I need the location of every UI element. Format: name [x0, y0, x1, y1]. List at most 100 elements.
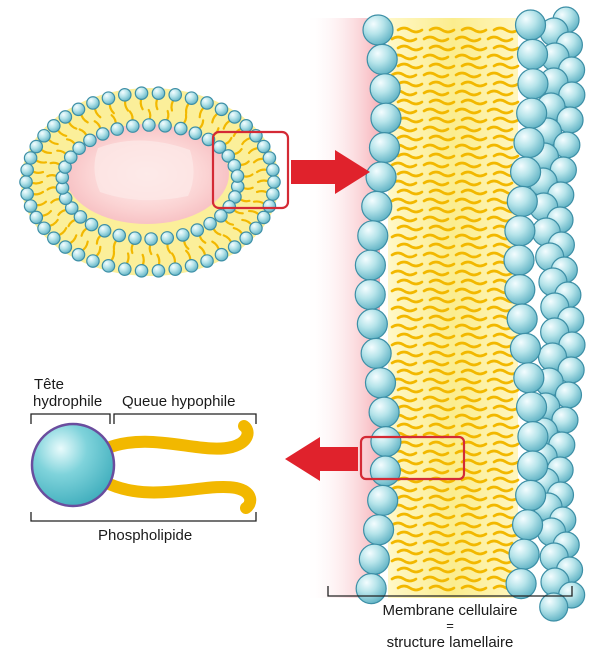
membrane-tail	[428, 44, 456, 52]
membrane-tail	[390, 485, 418, 493]
head-bead	[513, 362, 545, 394]
head-bead	[369, 73, 401, 105]
membrane-tail	[428, 170, 456, 178]
head-bead	[134, 263, 149, 278]
membrane-tail	[396, 584, 424, 592]
membrane-tail	[390, 251, 418, 259]
head-bead	[222, 199, 237, 214]
head-bead	[37, 128, 51, 143]
membrane-tail	[460, 494, 488, 502]
membrane-tail	[422, 341, 450, 349]
head-bead	[112, 228, 127, 243]
bracket-membrane	[327, 586, 573, 597]
membrane-tail	[486, 341, 514, 349]
head-bead	[511, 509, 544, 541]
head-bead	[504, 274, 536, 306]
membrane-tail	[492, 44, 520, 52]
membrane-tail	[492, 458, 520, 466]
membrane-tail	[428, 116, 456, 124]
membrane-tail	[492, 80, 520, 88]
label-tete: Tête	[34, 376, 65, 393]
membrane-tail	[454, 215, 482, 223]
membrane-tail	[422, 413, 450, 421]
head-bead	[101, 259, 116, 273]
membrane-tail	[454, 287, 482, 295]
membrane-tail	[422, 485, 450, 493]
membrane-tail	[396, 458, 424, 466]
membrane-tail	[422, 575, 450, 583]
head-bead	[95, 127, 110, 141]
membrane-tail	[454, 467, 482, 475]
head-bead	[506, 303, 538, 335]
membrane-tail	[460, 206, 488, 214]
membrane-tail	[492, 494, 520, 502]
membrane-tail	[454, 341, 482, 349]
head-bead	[58, 240, 73, 254]
membrane-tail	[486, 53, 514, 61]
head-bead	[117, 88, 132, 102]
membrane-tail	[422, 449, 450, 457]
head-bead	[20, 187, 34, 201]
membrane-tail	[390, 35, 418, 43]
membrane-tail	[396, 314, 424, 322]
membrane-tail	[396, 332, 424, 340]
head-bead	[515, 391, 548, 423]
membrane-tail	[422, 251, 450, 259]
head-bead	[227, 240, 242, 254]
membrane-tail	[396, 530, 424, 538]
membrane-tail	[390, 557, 418, 565]
phospholipid-molecule	[30, 420, 257, 514]
membrane-tail	[390, 395, 418, 403]
membrane-tail	[460, 260, 488, 268]
membrane-tail	[492, 422, 520, 430]
head-bead	[239, 231, 253, 245]
head-bead	[144, 232, 158, 246]
head-bead	[516, 97, 548, 129]
membrane-tail	[422, 143, 450, 151]
head-bead	[173, 121, 188, 136]
membrane-tail	[390, 215, 418, 223]
head-bead	[516, 450, 549, 482]
membrane-tail	[396, 206, 424, 214]
membrane-tail	[396, 548, 424, 556]
membrane-tail	[390, 233, 418, 241]
membrane-tail	[460, 80, 488, 88]
membrane-tail	[396, 494, 424, 502]
head-bead	[517, 68, 549, 100]
membrane-tail	[460, 422, 488, 430]
membrane-tail	[454, 575, 482, 583]
membrane-tail	[486, 89, 514, 97]
head-bead	[354, 249, 386, 281]
membrane-tail	[396, 296, 424, 304]
membrane-tail	[454, 143, 482, 151]
head-bead	[151, 263, 166, 278]
membrane-tail	[390, 161, 418, 169]
membrane-tail	[454, 521, 482, 529]
bracket-tail	[113, 413, 257, 424]
membrane-tail	[428, 368, 456, 376]
head-bead	[214, 208, 228, 223]
membrane-tail	[460, 170, 488, 178]
membrane-tail	[390, 71, 418, 79]
head-bead	[29, 210, 44, 225]
membrane-tail	[428, 440, 456, 448]
membrane-tail	[428, 530, 456, 538]
membrane-tail	[486, 539, 514, 547]
membrane-tail	[460, 224, 488, 232]
membrane-tail	[428, 98, 456, 106]
head-bead	[117, 262, 132, 276]
membrane-tail	[390, 539, 418, 547]
membrane-tail	[428, 458, 456, 466]
head-bead	[64, 201, 79, 215]
head-bead	[200, 254, 214, 268]
membrane-tail	[390, 521, 418, 529]
label-equal: =	[446, 618, 454, 633]
head-bead	[142, 118, 156, 132]
membrane-tail	[486, 413, 514, 421]
membrane-tail	[422, 503, 450, 511]
head-bead	[513, 127, 545, 159]
membrane-tail	[486, 71, 514, 79]
membrane-tail	[428, 62, 456, 70]
membrane-tail	[422, 35, 450, 43]
membrane-heads-right	[503, 9, 549, 600]
